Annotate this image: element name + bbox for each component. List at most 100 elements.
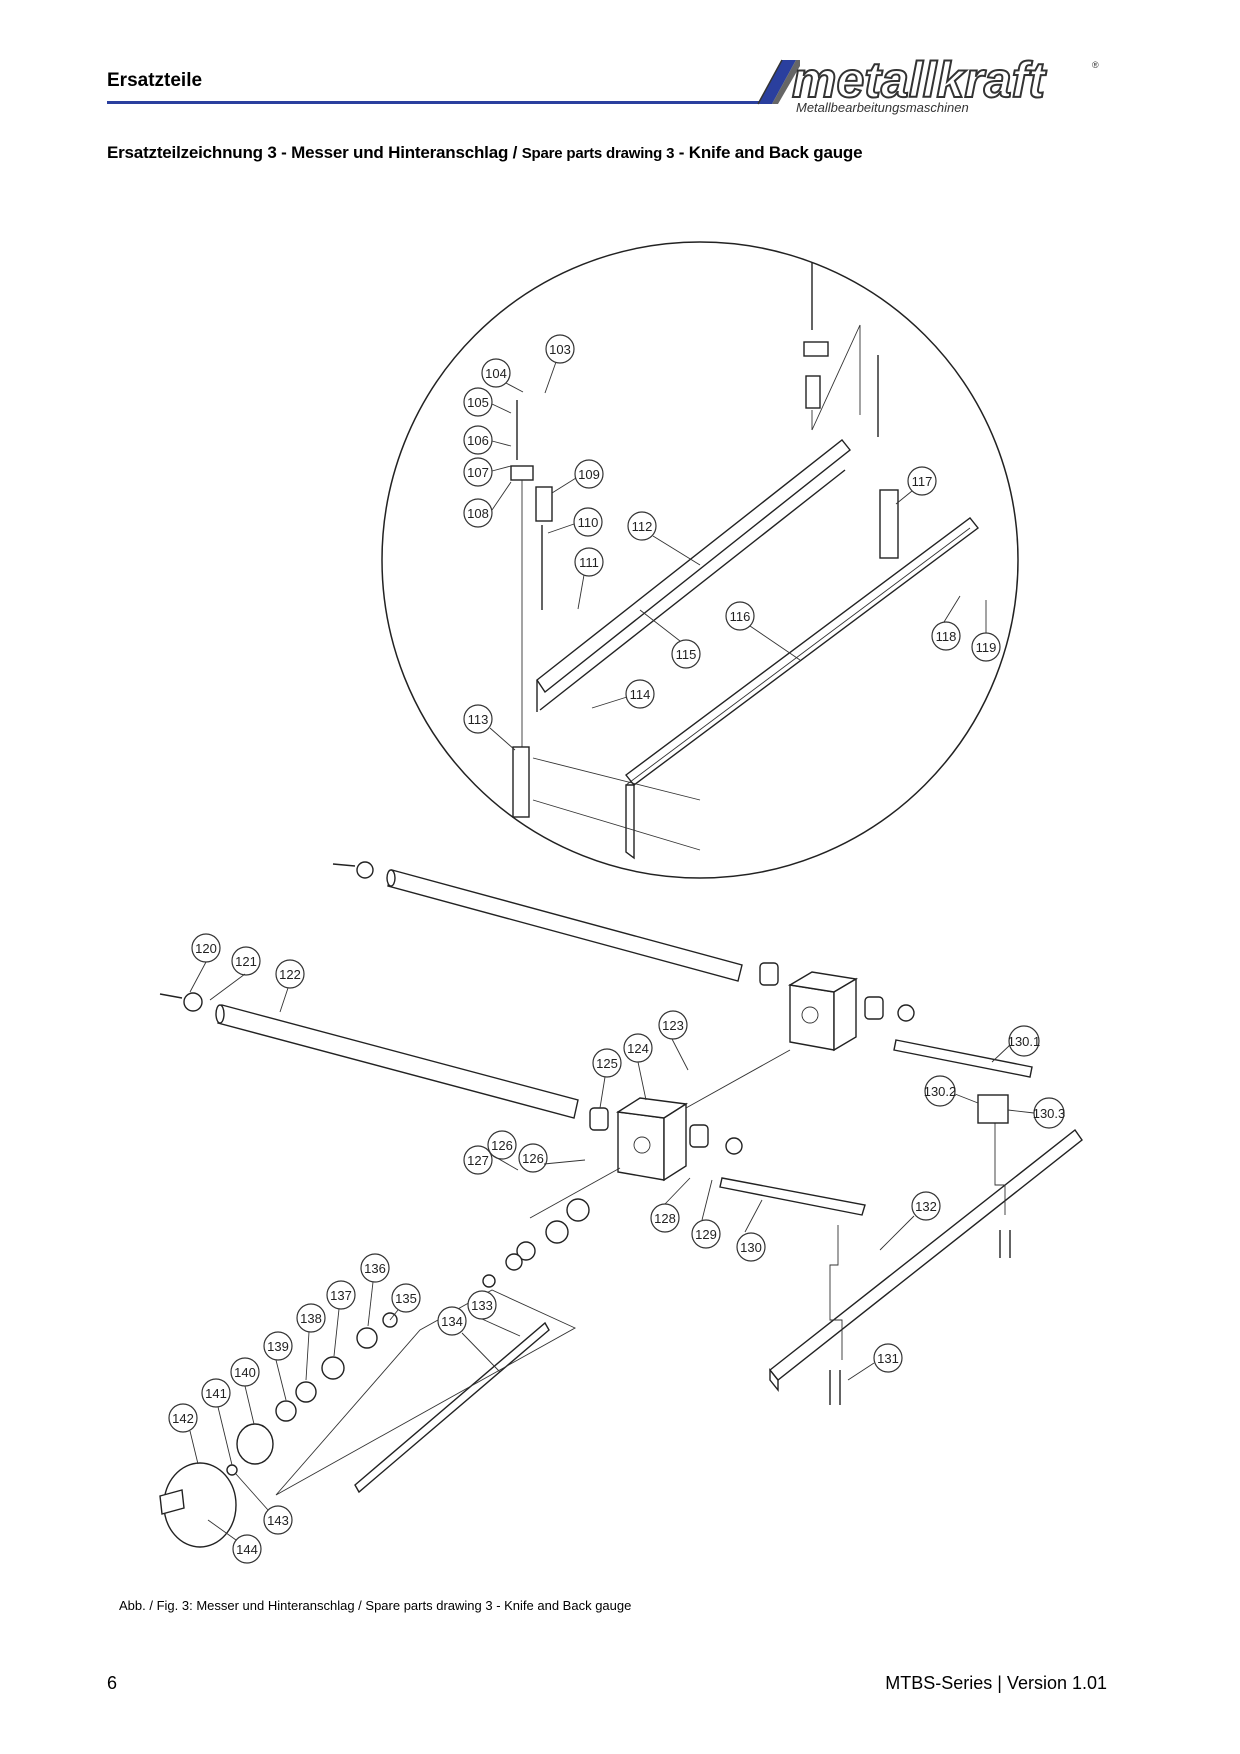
callout-111: 111: [574, 547, 604, 577]
callout-label: 104: [485, 366, 507, 381]
callout-label: 110: [578, 515, 599, 530]
callout-141: 141: [201, 1378, 231, 1408]
callout-139: 139: [263, 1331, 293, 1361]
callout-label: 120: [195, 941, 217, 956]
callout-119: 119: [971, 632, 1001, 662]
callout-114: 114: [625, 679, 655, 709]
callout-129: 129: [691, 1219, 721, 1249]
callout-113: 113: [463, 704, 493, 734]
callout-130-2: 130.2: [924, 1075, 957, 1107]
callout-label: 108: [467, 506, 489, 521]
callout-label: 109: [578, 467, 600, 482]
footer-series-version: MTBS-Series | Version 1.01: [885, 1673, 1107, 1693]
callout-127: 127: [463, 1145, 493, 1175]
callout-label: 130.2: [924, 1084, 957, 1099]
callout-label: 127: [467, 1153, 489, 1168]
callout-123: 123: [658, 1010, 688, 1040]
detail-circle: [381, 241, 1019, 879]
page-number: 6: [107, 1673, 118, 1693]
callout-label: 130: [740, 1240, 762, 1255]
callout-135: 135: [391, 1283, 421, 1313]
callout-126b: 126: [518, 1143, 548, 1173]
callout-138: 138: [296, 1303, 326, 1333]
drawing-title-de: Ersatzteilzeichnung 3 - Messer und Hinte…: [107, 143, 522, 162]
callout-label: 122: [279, 967, 301, 982]
callout-142: 142: [168, 1403, 198, 1433]
logo-mark-icon: [757, 59, 800, 105]
callout-103: 103: [545, 334, 575, 364]
drawing-title-en-rest: - Knife and Back gauge: [674, 143, 863, 162]
callout-108: 108: [463, 498, 493, 528]
callout-label: 106: [467, 433, 489, 448]
drawing-title-en-small: Spare parts drawing 3: [521, 145, 675, 162]
callout-label: 126: [491, 1138, 513, 1153]
callouts: 103 104 105 106 107 108 109 110 111 112 …: [168, 334, 1066, 1564]
callout-label: 142: [172, 1411, 194, 1426]
callout-label: 130.1: [1008, 1034, 1041, 1049]
callout-label: 126: [522, 1151, 544, 1166]
callout-109: 109: [574, 459, 604, 489]
callout-label: 105: [467, 395, 489, 410]
callout-label: 132: [915, 1199, 937, 1214]
callout-label: 138: [300, 1311, 322, 1326]
drawing-title: Ersatzteilzeichnung 3 - Messer und Hinte…: [107, 143, 863, 163]
back-gauge-assembly: [159, 861, 1083, 1548]
callout-107: 107: [463, 457, 493, 487]
page-header-title: Ersatzteile: [107, 70, 203, 91]
callout-label: 128: [654, 1211, 676, 1226]
callout-label: 139: [267, 1339, 289, 1354]
callout-140: 140: [230, 1357, 260, 1387]
callout-label: 111: [579, 555, 599, 570]
callout-label: 119: [976, 640, 997, 655]
callout-130: 130: [736, 1232, 766, 1262]
callout-label: 130.3: [1033, 1106, 1066, 1121]
logo-registered-mark: ®: [1092, 60, 1099, 70]
header-rule: [107, 101, 762, 104]
callout-label: 113: [468, 712, 489, 727]
callout-label: 115: [676, 647, 697, 662]
brand-logo: metallkraft ® Metallbearbeitungsmaschine…: [752, 51, 1104, 120]
callout-132: 132: [911, 1191, 941, 1221]
callout-label: 140: [234, 1365, 256, 1380]
callout-124: 124: [623, 1033, 653, 1063]
callout-label: 121: [235, 954, 257, 969]
callout-label: 118: [936, 629, 957, 644]
callout-label: 107: [467, 465, 489, 480]
callout-label: 131: [877, 1351, 899, 1366]
callout-label: 143: [267, 1513, 289, 1528]
callout-105: 105: [463, 387, 493, 417]
knife-assembly: [510, 262, 979, 860]
callout-label: 117: [912, 474, 933, 489]
callout-117: 117: [907, 466, 937, 496]
callout-137: 137: [326, 1280, 356, 1310]
leader-lines: [189, 361, 1035, 1541]
callout-110: 110: [573, 507, 603, 537]
callout-label: 114: [630, 687, 651, 702]
callout-label: 133: [471, 1298, 493, 1313]
callout-label: 116: [730, 609, 751, 624]
callout-130-1: 130.1: [1008, 1025, 1041, 1057]
logo-tagline: Metallbearbeitungsmaschinen: [796, 100, 969, 115]
callout-label: 124: [627, 1041, 649, 1056]
callout-label: 137: [330, 1288, 352, 1303]
callout-116: 116: [725, 601, 755, 631]
callout-130-3: 130.3: [1033, 1097, 1066, 1129]
callout-label: 129: [695, 1227, 717, 1242]
callout-106: 106: [463, 425, 493, 455]
callout-104: 104: [481, 358, 511, 388]
callout-134: 134: [437, 1306, 467, 1336]
callout-label: 136: [364, 1261, 386, 1276]
callout-112: 112: [627, 511, 657, 541]
callout-120: 120: [191, 933, 221, 963]
callout-126a: 126: [487, 1130, 517, 1160]
callout-131: 131: [873, 1343, 903, 1373]
logo-wordmark: metallkraft: [791, 51, 1046, 109]
callout-118: 118: [931, 621, 961, 651]
callout-label: 135: [395, 1291, 417, 1306]
callout-128: 128: [650, 1203, 680, 1233]
callout-115: 115: [671, 639, 701, 669]
figure-caption: Abb. / Fig. 3: Messer und Hinteranschlag…: [119, 1598, 632, 1613]
callout-125: 125: [592, 1048, 622, 1078]
callout-121: 121: [231, 946, 261, 976]
